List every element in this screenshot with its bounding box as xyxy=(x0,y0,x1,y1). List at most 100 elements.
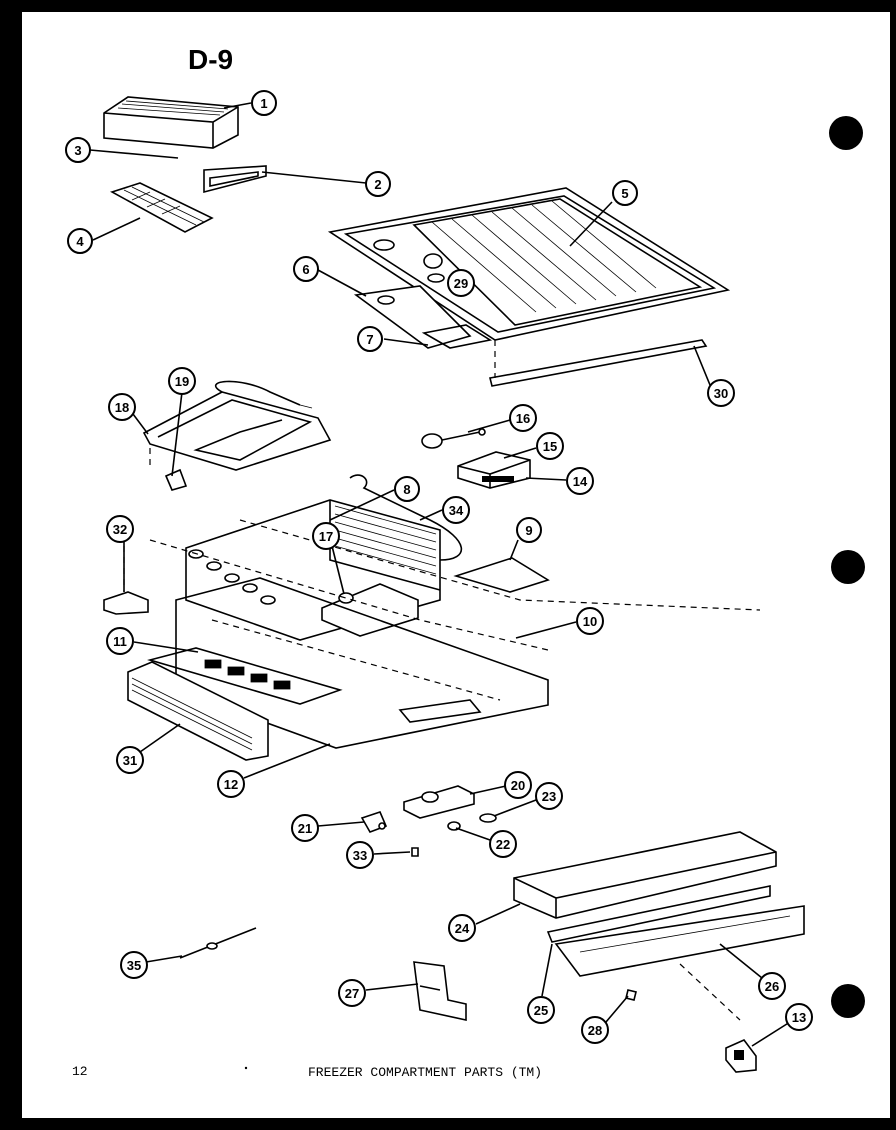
svg-text:26: 26 xyxy=(765,979,779,994)
page-title: D-9 xyxy=(188,44,233,75)
callout-10: 10 xyxy=(576,607,604,635)
svg-text:27: 27 xyxy=(345,986,359,1001)
part-cover-plate xyxy=(453,557,550,593)
callout-17: 17 xyxy=(312,522,340,550)
part-spring xyxy=(447,813,497,831)
binder-hole-bottom xyxy=(831,984,865,1018)
svg-text:30: 30 xyxy=(714,386,728,401)
callout-16: 16 xyxy=(509,404,537,432)
callout-3: 3 xyxy=(65,137,91,163)
callout-28: 28 xyxy=(581,1016,609,1044)
svg-text:25: 25 xyxy=(534,1003,548,1018)
callout-11: 11 xyxy=(106,627,134,655)
part-damper-assembly xyxy=(403,785,475,819)
svg-text:2: 2 xyxy=(374,177,381,192)
part-ice-bin-housing xyxy=(103,96,239,149)
callout-1: 1 xyxy=(251,90,277,116)
part-mounting-bracket xyxy=(413,961,467,1021)
page-caption: FREEZER COMPARTMENT PARTS (TM) xyxy=(308,1065,542,1080)
svg-text:14: 14 xyxy=(573,474,588,489)
callout-25: 25 xyxy=(527,996,555,1024)
callout-32: 32 xyxy=(106,515,134,543)
callout-2: 2 xyxy=(365,171,391,197)
part-shelf-screw xyxy=(625,989,637,1001)
callout-23: 23 xyxy=(535,782,563,810)
svg-text:33: 33 xyxy=(353,848,367,863)
leader-lines xyxy=(89,102,791,1047)
part-ice-tray xyxy=(109,182,214,233)
part-knob xyxy=(423,253,443,269)
callout-20: 20 xyxy=(504,771,532,799)
callout-27: 27 xyxy=(338,979,366,1007)
svg-text:15: 15 xyxy=(543,439,557,454)
svg-text:34: 34 xyxy=(449,503,464,518)
callout-24: 24 xyxy=(448,914,476,942)
svg-text:3: 3 xyxy=(74,143,81,158)
callout-6: 6 xyxy=(293,256,319,282)
part-drain-pan xyxy=(321,583,419,637)
page-number: 12 xyxy=(72,1064,88,1079)
svg-text:35: 35 xyxy=(127,958,141,973)
callout-13: 13 xyxy=(785,1003,813,1031)
callout-22: 22 xyxy=(489,830,517,858)
svg-text:9: 9 xyxy=(525,523,532,538)
part-evaporator-cover xyxy=(327,187,731,341)
part-defrost-heater xyxy=(142,380,332,471)
svg-text:12: 12 xyxy=(224,777,238,792)
callout-33: 33 xyxy=(346,841,374,869)
svg-text:8: 8 xyxy=(403,482,410,497)
callout-26: 26 xyxy=(758,972,786,1000)
part-relay-box xyxy=(457,451,531,489)
callout-9: 9 xyxy=(516,517,542,543)
svg-text:31: 31 xyxy=(123,753,137,768)
callout-15: 15 xyxy=(536,432,564,460)
svg-text:16: 16 xyxy=(516,411,530,426)
callout-30: 30 xyxy=(707,379,735,407)
svg-text:4: 4 xyxy=(76,234,84,249)
part-screw xyxy=(411,847,419,857)
svg-text:5: 5 xyxy=(621,186,628,201)
callout-5: 5 xyxy=(612,180,638,206)
callout-34: 34 xyxy=(442,496,470,524)
part-control-panel xyxy=(353,285,493,349)
callout-7: 7 xyxy=(357,326,383,352)
svg-text:32: 32 xyxy=(113,522,127,537)
part-front-rail xyxy=(203,165,267,194)
svg-text:22: 22 xyxy=(496,837,510,852)
svg-text:20: 20 xyxy=(511,778,525,793)
part-grommet xyxy=(338,592,354,604)
svg-text:17: 17 xyxy=(319,529,333,544)
part-trim-strip xyxy=(489,339,708,387)
callout-31: 31 xyxy=(116,746,144,774)
svg-text:18: 18 xyxy=(115,400,129,415)
svg-text:29: 29 xyxy=(454,276,468,291)
svg-text:1: 1 xyxy=(260,96,267,111)
svg-text:19: 19 xyxy=(175,374,189,389)
callout-4: 4 xyxy=(67,228,93,254)
svg-text:13: 13 xyxy=(792,1010,806,1025)
callout-29: 29 xyxy=(447,269,475,297)
callout-19: 19 xyxy=(168,367,196,395)
callout-8: 8 xyxy=(394,476,420,502)
callout-21: 21 xyxy=(291,814,319,842)
part-latch xyxy=(725,1039,757,1073)
binder-hole-middle xyxy=(831,550,865,584)
callout-12: 12 xyxy=(217,770,245,798)
part-switch xyxy=(360,811,388,833)
svg-text:28: 28 xyxy=(588,1023,602,1038)
part-shelf xyxy=(513,831,805,1021)
part-heater-clip xyxy=(164,468,188,491)
binder-hole-top xyxy=(829,116,863,150)
part-wire-harness xyxy=(179,927,257,959)
part-thermostat xyxy=(421,428,486,449)
callout-18: 18 xyxy=(108,393,136,421)
svg-text:24: 24 xyxy=(455,921,470,936)
part-grille xyxy=(147,647,343,705)
svg-text:23: 23 xyxy=(542,789,556,804)
svg-text:7: 7 xyxy=(366,332,373,347)
callout-14: 14 xyxy=(566,467,594,495)
svg-text:6: 6 xyxy=(302,262,309,277)
callout-35: 35 xyxy=(120,951,148,979)
svg-text:21: 21 xyxy=(298,821,312,836)
